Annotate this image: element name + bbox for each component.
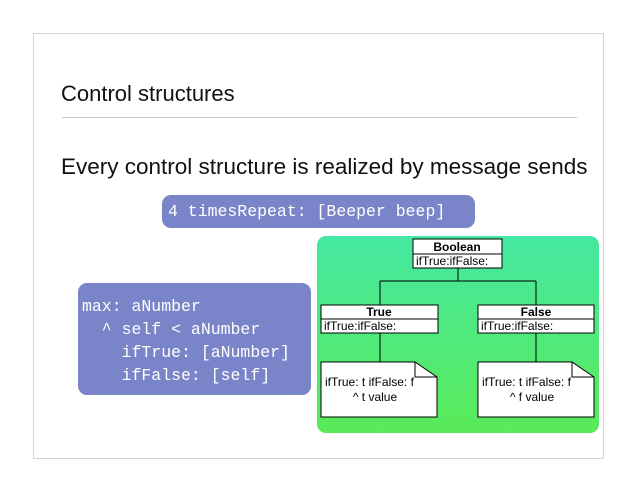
code-line: max: aNumber	[82, 297, 201, 316]
class-name: True	[366, 305, 392, 319]
note-line: ifTrue: t ifFalse: f	[325, 375, 415, 389]
inheritance-connector	[379, 268, 537, 305]
note-false: ifTrue: t ifFalse: f ^ f value	[477, 361, 595, 418]
slide-title: Control structures	[61, 81, 235, 106]
code-example-max: max: aNumber ^ self < aNumber ifTrue: [a…	[78, 283, 311, 395]
code-line: ^ self < aNumber	[82, 320, 261, 339]
note-line: ^ t value	[353, 390, 398, 404]
note-line: ^ f value	[510, 390, 555, 404]
code-line: ifFalse: [self]	[82, 366, 271, 385]
class-method: ifTrue:ifFalse:	[481, 319, 553, 333]
class-box-true: True ifTrue:ifFalse:	[320, 304, 439, 334]
class-name: Boolean	[433, 240, 480, 254]
class-box-false: False ifTrue:ifFalse:	[477, 304, 595, 334]
note-true: ifTrue: t ifFalse: f ^ t value	[320, 361, 438, 418]
title-divider	[62, 117, 577, 118]
code-line: ifTrue: [aNumber]	[82, 343, 290, 362]
slide-subtitle: Every control structure is realized by m…	[61, 154, 588, 179]
class-name: False	[521, 305, 552, 319]
class-method: ifTrue:ifFalse:	[324, 319, 396, 333]
class-method: ifTrue:ifFalse:	[416, 254, 488, 268]
note-line: ifTrue: t ifFalse: f	[482, 375, 572, 389]
class-box-boolean: Boolean ifTrue:ifFalse:	[412, 238, 503, 269]
note-connector	[379, 333, 537, 362]
code-example-times-repeat: 4 timesRepeat: [Beeper beep]	[162, 195, 475, 228]
slide-frame	[33, 33, 604, 459]
